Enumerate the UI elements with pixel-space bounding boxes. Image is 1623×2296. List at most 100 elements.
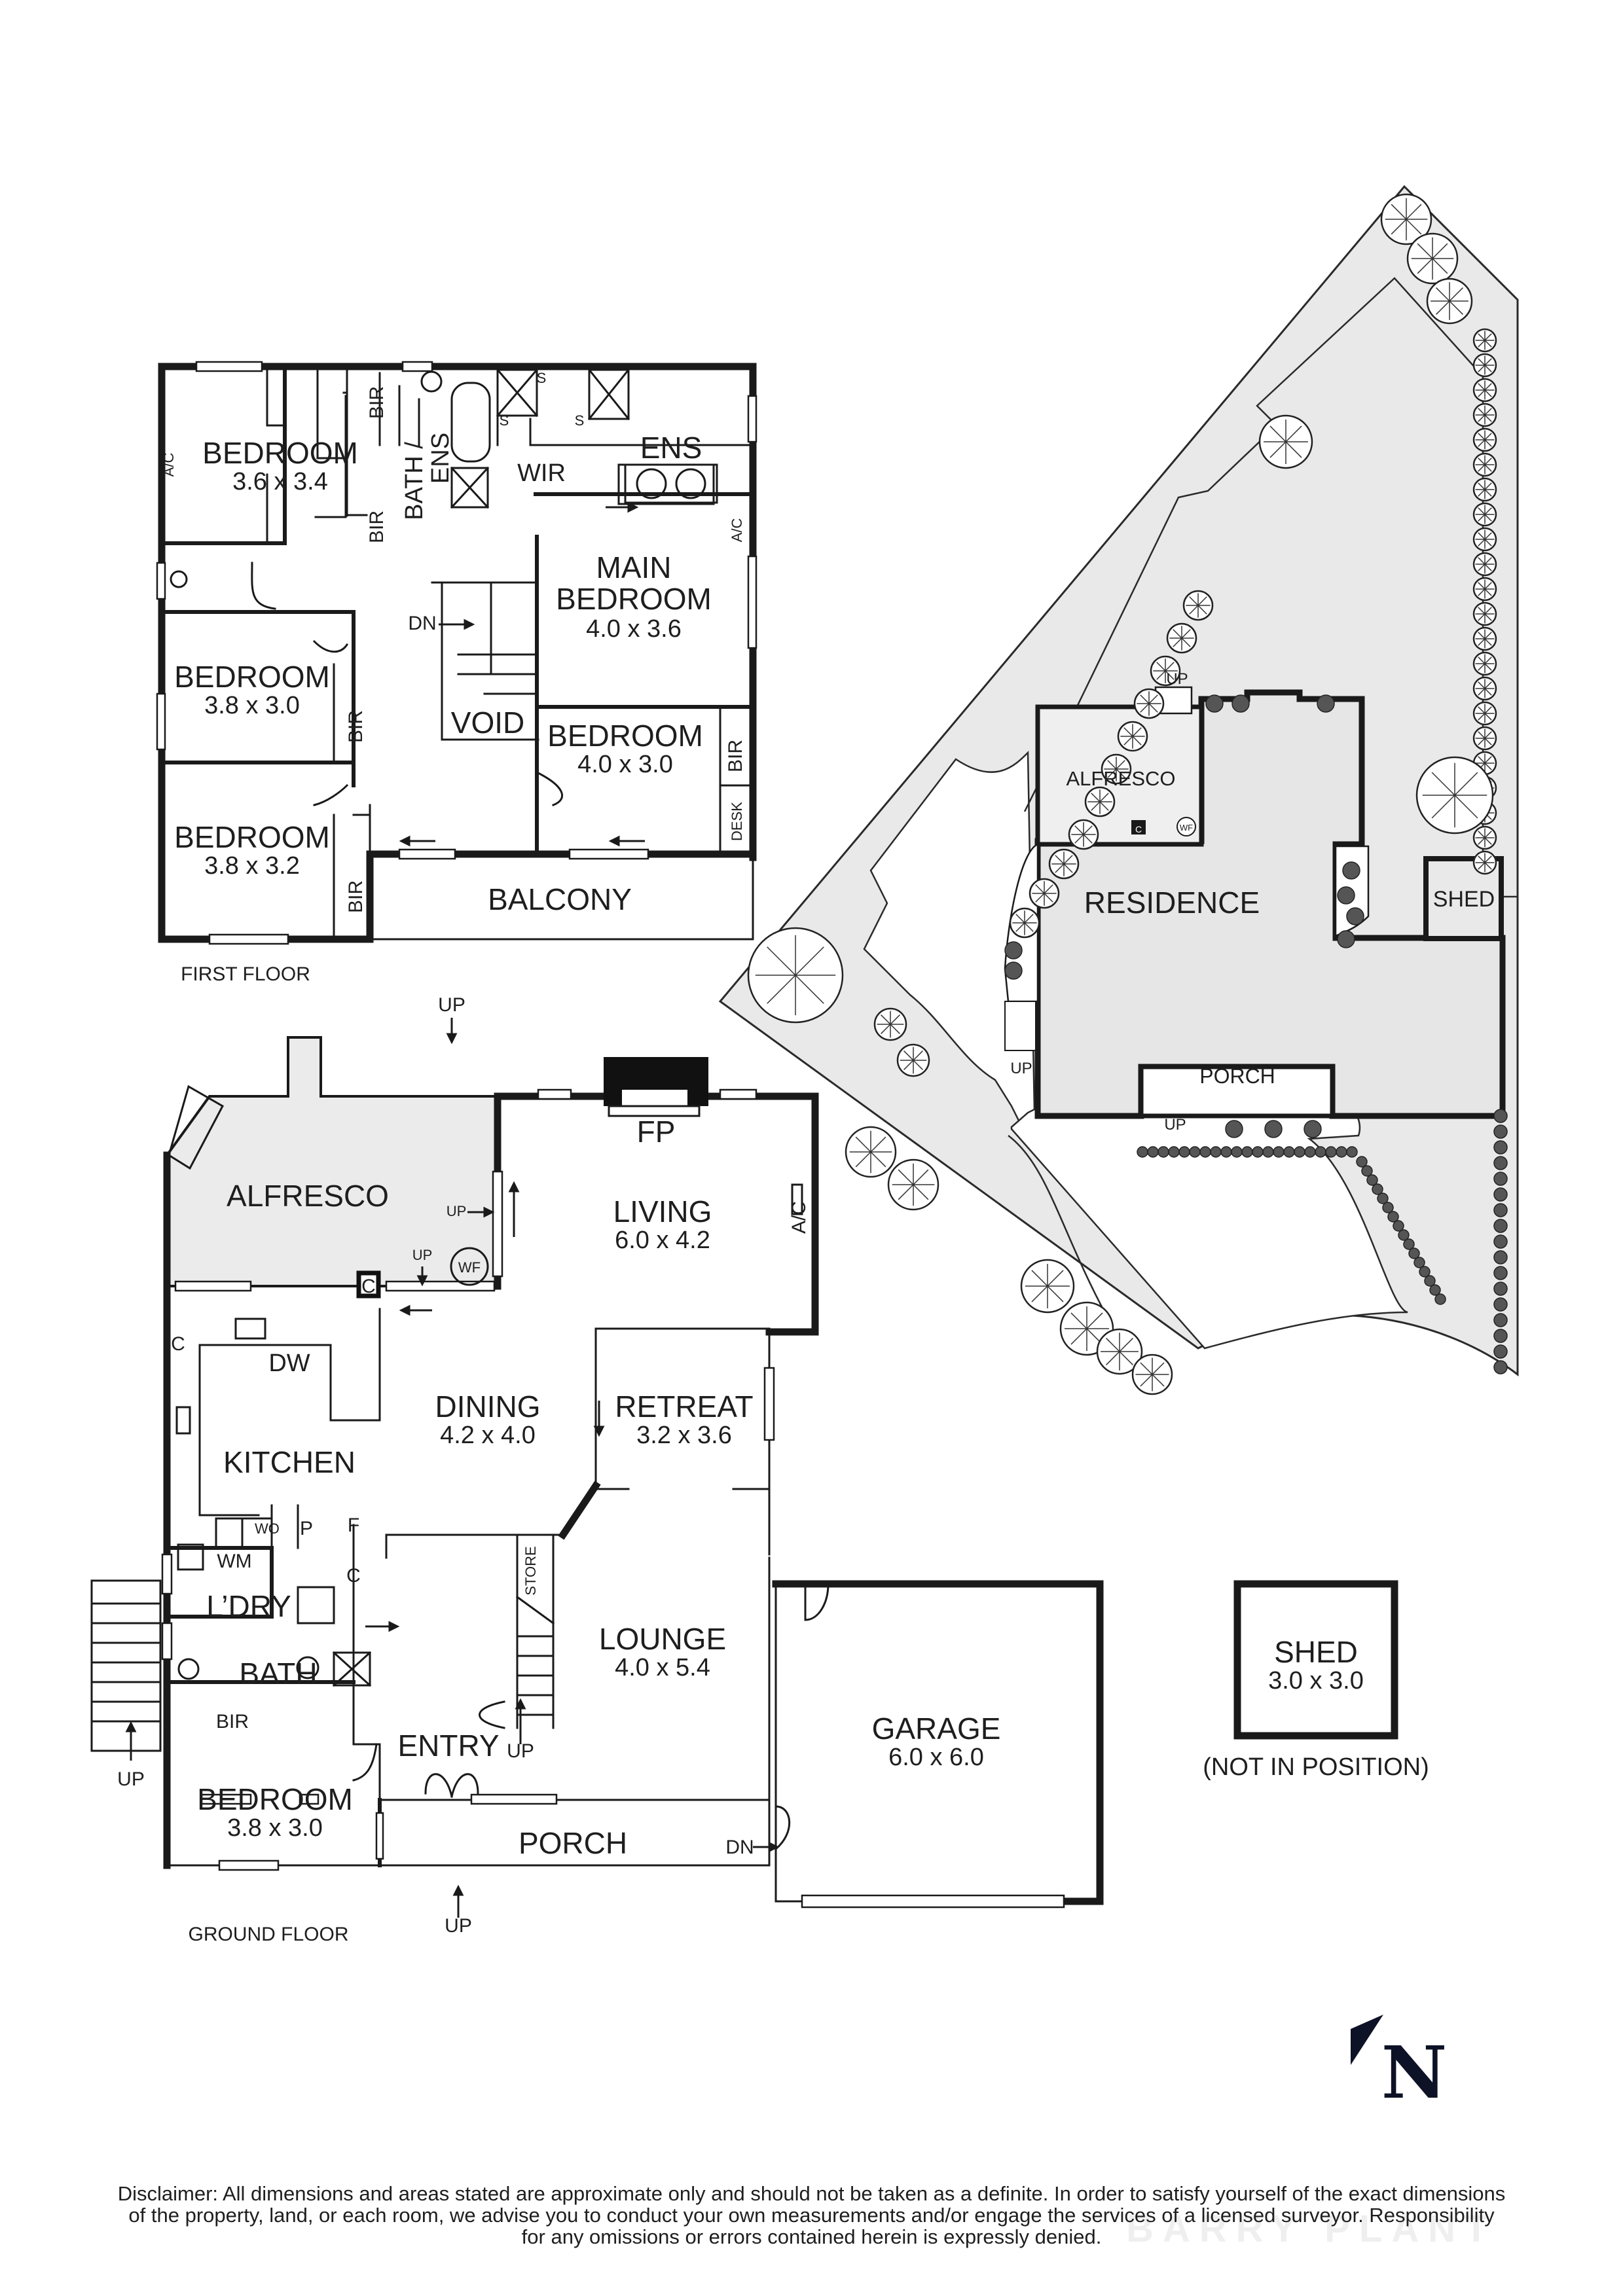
shrub-icon [1346, 907, 1364, 925]
gf-shed-label: SHED [1274, 1635, 1358, 1669]
ff-bir-label-1: BIR [366, 386, 388, 419]
tree-branch [1478, 457, 1486, 465]
gf-porch-label: PORCH [519, 1826, 627, 1860]
ff-bath-ens-label-2: ENS [427, 433, 454, 484]
shrub-icon [1366, 1174, 1378, 1186]
tree-branch [1484, 439, 1492, 447]
gf-kitchen-label: KITCHEN [223, 1445, 356, 1479]
tree-branch [1484, 831, 1492, 838]
tree-branch [1406, 219, 1422, 235]
tree-branch [898, 1184, 914, 1200]
tree-branch [795, 946, 824, 976]
tree-branch [1484, 638, 1492, 646]
tree-branch [1478, 414, 1486, 422]
tree-branch [1031, 1270, 1048, 1287]
tree-branch [1484, 738, 1492, 745]
tree-branch [1484, 613, 1492, 621]
direction-arrows [125, 501, 780, 1918]
gf-bedroom-label: BEDROOM [197, 1782, 353, 1816]
tree-branch [1484, 706, 1492, 714]
tree-branch [913, 1060, 923, 1070]
shrub-icon [1493, 1344, 1508, 1359]
tree-branch [1181, 629, 1191, 639]
tree-branch [1478, 862, 1486, 870]
gf-store-label: STORE [522, 1546, 539, 1595]
tree-branch [1285, 441, 1302, 458]
gf-wf-label: WF [458, 1259, 481, 1276]
site-c-box [1131, 820, 1146, 834]
tree-branch [1044, 884, 1053, 894]
gf-lounge-label: LOUNGE [599, 1622, 726, 1656]
gf-title: GROUND FLOOR [188, 1924, 348, 1945]
tree-branch [1152, 1374, 1165, 1387]
tree-branch [1478, 731, 1486, 739]
tree-branch [1484, 837, 1492, 845]
tree-branch [1484, 532, 1492, 540]
north-arrow-icon [1351, 2015, 1383, 2065]
tree-branch [1484, 588, 1492, 596]
gf-up-label-living: UP [447, 1203, 467, 1219]
tree-branch [1454, 795, 1478, 819]
tree-branch [1116, 760, 1125, 770]
tree-branch [1406, 204, 1422, 220]
tree-branch [898, 1169, 914, 1185]
ff-wir-label: WIR [517, 459, 566, 487]
gf-bath-label: BATH [239, 1657, 317, 1691]
tree-branch [1478, 365, 1486, 372]
tree-branch [1132, 727, 1142, 737]
tree-branch [1478, 514, 1486, 522]
shrub-icon [1493, 1140, 1508, 1155]
gf-dining-label: DINING [435, 1390, 541, 1424]
gf-living-dims: 6.0 x 4.2 [615, 1227, 710, 1254]
tree-branch [1484, 681, 1492, 689]
tree-branch [1478, 482, 1486, 490]
ff-shelf-label-1: S [537, 370, 547, 386]
shrub-icon [1315, 1146, 1326, 1158]
shrub-icon [1189, 1146, 1201, 1158]
shrub-icon [1336, 1146, 1347, 1158]
tree-branch [1140, 694, 1150, 704]
disclaimer: Disclaimer: All dimensions and areas sta… [0, 2183, 1623, 2248]
tree-branch [1106, 1338, 1120, 1352]
gf-p-label: P [300, 1518, 313, 1539]
shrub-icon [1137, 1146, 1148, 1158]
tree-branch [1484, 713, 1492, 721]
tree-branch [1140, 1362, 1153, 1375]
gf-wo-label: WO [255, 1520, 280, 1537]
ff-bath-ens-label-1: BATH / [401, 442, 428, 520]
shrub-icon [1304, 1146, 1316, 1158]
shrub-icon [1493, 1234, 1508, 1249]
ff-bir-label-5: BIR [725, 740, 746, 772]
gf-bedroom-dims: 3.8 x 3.0 [227, 1814, 323, 1842]
tree-branch [1119, 1338, 1133, 1352]
shrub-icon [1493, 1313, 1508, 1327]
tree-branch [1123, 727, 1133, 737]
tree-branch [1484, 482, 1492, 490]
tree-branch [1478, 831, 1486, 838]
tree-branch [890, 1014, 900, 1025]
tree-branch [1431, 772, 1455, 796]
shrub-icon [1337, 886, 1355, 905]
tree-branch [1055, 863, 1065, 873]
tree-branch [1484, 433, 1492, 440]
site-up-label-west: UP [1010, 1060, 1032, 1077]
tree-branch [1478, 557, 1486, 565]
shrub-icon [1337, 930, 1355, 948]
tree-branch [1484, 464, 1492, 472]
tree-branch [881, 1024, 891, 1034]
tree-branch [1063, 863, 1073, 873]
tree-branch [1086, 1312, 1103, 1329]
shrub-icon [1252, 1146, 1264, 1158]
tree-branch [1484, 762, 1492, 770]
tree-branch [1148, 694, 1158, 704]
site-porch [1139, 1064, 1335, 1119]
tree-branch [1484, 383, 1492, 391]
tree-branch [1047, 1270, 1064, 1287]
shrub-icon [1205, 694, 1224, 713]
shrub-icon [1413, 1257, 1425, 1268]
tree-branch [1074, 834, 1084, 844]
tree-branch [1478, 756, 1486, 764]
ff-void-label: VOID [451, 706, 524, 740]
tree-branch [795, 975, 824, 1004]
tree-branch [1484, 333, 1492, 341]
